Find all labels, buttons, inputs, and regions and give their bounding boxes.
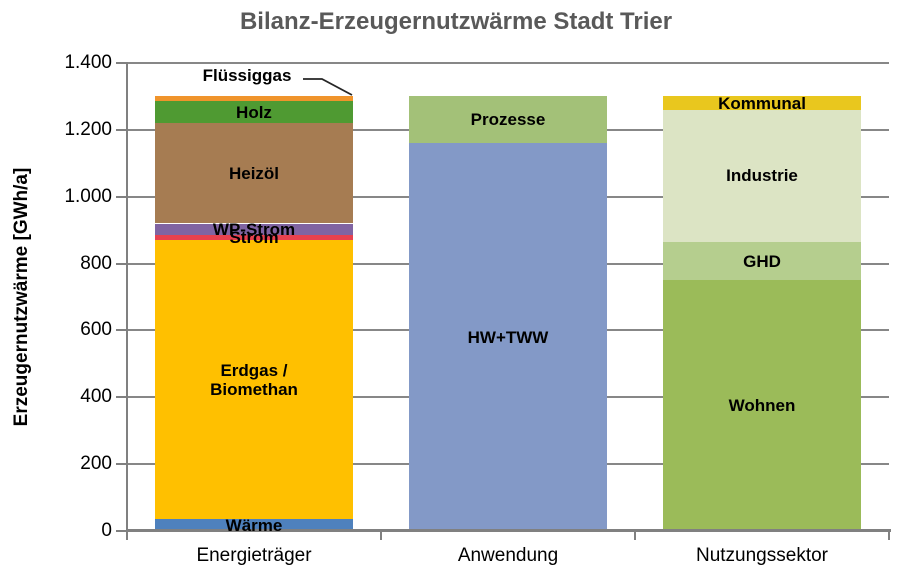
y-axis-tick (116, 463, 127, 466)
y-tick-label: 400 (80, 386, 112, 408)
y-axis-tick (116, 262, 127, 265)
y-axis-tick (116, 329, 127, 332)
x-category-label: Energieträger (196, 545, 312, 566)
bar-segment (155, 101, 353, 124)
bar-segment (155, 519, 353, 531)
bar-segment-label-line: Kommunal (718, 93, 806, 113)
grid-line (128, 62, 889, 64)
bar-segment (663, 280, 861, 531)
y-tick-label: 200 (80, 453, 112, 475)
bar-segment (155, 123, 353, 224)
bar-segment (155, 96, 353, 102)
bar-segment-label-line: Strom (229, 228, 279, 248)
y-tick-label: 600 (80, 319, 112, 341)
y-tick-label: 1.200 (64, 118, 112, 140)
bar-segment-label-line: Prozesse (470, 110, 546, 130)
bar-segment-label-line: HW+TWW (467, 327, 549, 347)
bar-segment-label-line: Industrie (726, 166, 798, 186)
y-tick-label: 0 (101, 520, 112, 541)
bar-segment (155, 240, 353, 520)
y-tick-label: 1.000 (64, 185, 112, 207)
bar-segment-label-line: Wohnen (728, 396, 796, 416)
y-axis-tick (116, 62, 127, 64)
y-axis-tick (116, 195, 127, 198)
bar-segment-label-line: Biomethan (210, 379, 298, 399)
chart-title: Bilanz-Erzeugernutzwärme Stadt Trier (239, 8, 673, 35)
bar-segment (663, 109, 861, 242)
x-axis-line (126, 529, 891, 532)
y-axis-tick (116, 396, 127, 399)
bar-segment (409, 96, 607, 144)
bar-segment-label-line: Erdgas / (220, 360, 288, 380)
x-category-label: Nutzungssektor (695, 545, 828, 566)
y-axis-line (126, 62, 128, 536)
bar-segment-label-line: WP-Strom (212, 219, 296, 239)
callout-label-fluessiggas: Flüssiggas (202, 66, 292, 85)
bar-segment-label-line: Wärme (225, 515, 283, 535)
y-axis-tick (116, 530, 127, 532)
x-axis-tick (888, 532, 890, 540)
bar-segment (663, 241, 861, 281)
x-axis-tick (380, 532, 382, 540)
y-axis-tick (116, 128, 127, 131)
x-category-label: Anwendung (457, 545, 559, 566)
bar-segment-label-line: Holz (236, 102, 272, 122)
x-axis-tick (126, 532, 128, 540)
x-axis-tick (634, 532, 636, 540)
bar-segment-label-line: Heizöl (228, 163, 280, 183)
bar-segment-label-line: GHD (743, 251, 781, 271)
y-tick-label: 800 (80, 252, 112, 274)
bar-segment (155, 235, 353, 241)
y-tick-label: 1.400 (64, 52, 112, 73)
bar-segment (663, 96, 861, 110)
bar-segment (409, 143, 607, 531)
bar-segment (155, 223, 353, 236)
